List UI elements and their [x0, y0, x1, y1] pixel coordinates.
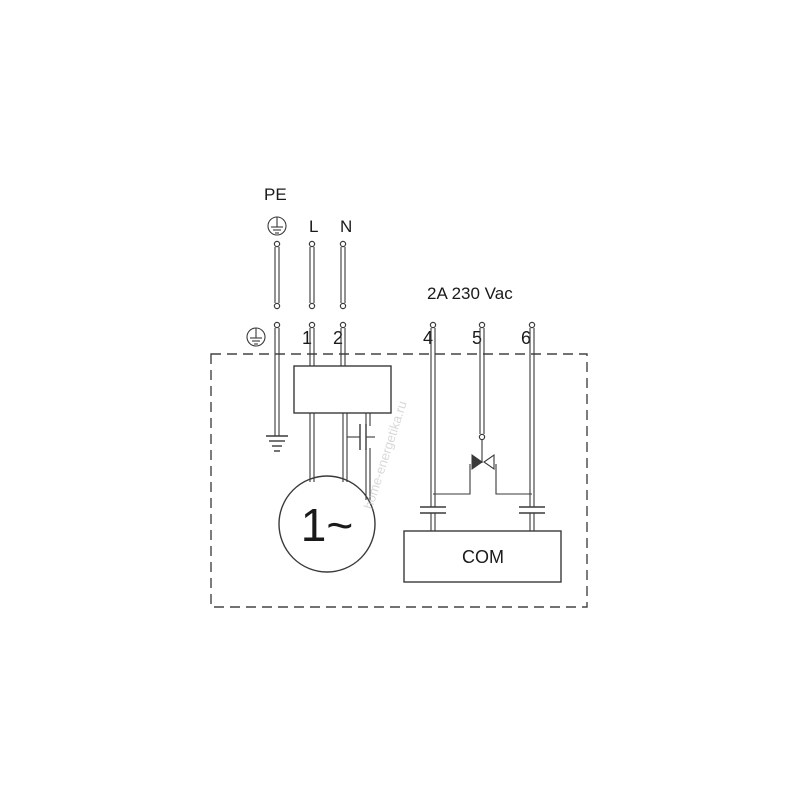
terminal-2-label: 2	[333, 328, 343, 348]
relay-contact-icon	[433, 433, 532, 495]
motor-label: 1~	[301, 499, 353, 551]
supply-terminals-top	[273, 240, 347, 248]
com-label: COM	[462, 547, 504, 567]
supply-terminals-bottom	[273, 302, 347, 310]
device-terminals	[273, 321, 536, 329]
terminal-6-label: 6	[521, 328, 531, 348]
motor-circle	[278, 475, 376, 573]
ground-symbol-icon	[266, 435, 288, 452]
motor-wires	[309, 413, 371, 500]
pe-label: PE	[264, 185, 287, 204]
terminal-1-label: 1	[302, 328, 312, 348]
earth-symbol-device-icon	[246, 327, 266, 347]
watermark: home-energetika.ru	[361, 399, 410, 511]
device-enclosure	[210, 353, 588, 608]
relay-wires	[430, 328, 535, 507]
capacitor-icon	[347, 424, 375, 450]
contact-plates-right-icon	[519, 506, 545, 531]
terminal-4-label: 4	[423, 328, 433, 348]
l-label: L	[309, 217, 318, 236]
pe-wire	[274, 328, 280, 436]
com-box	[403, 530, 562, 583]
n-label: N	[340, 217, 352, 236]
terminal-5-label: 5	[472, 328, 482, 348]
motor-control-box	[293, 365, 392, 414]
contact-plates-left-icon	[420, 506, 446, 531]
relay-rating: 2A 230 Vac	[427, 284, 513, 303]
earth-symbol-supply-icon	[267, 216, 287, 236]
supply-cable	[274, 247, 346, 303]
l-n-wires	[309, 328, 346, 366]
